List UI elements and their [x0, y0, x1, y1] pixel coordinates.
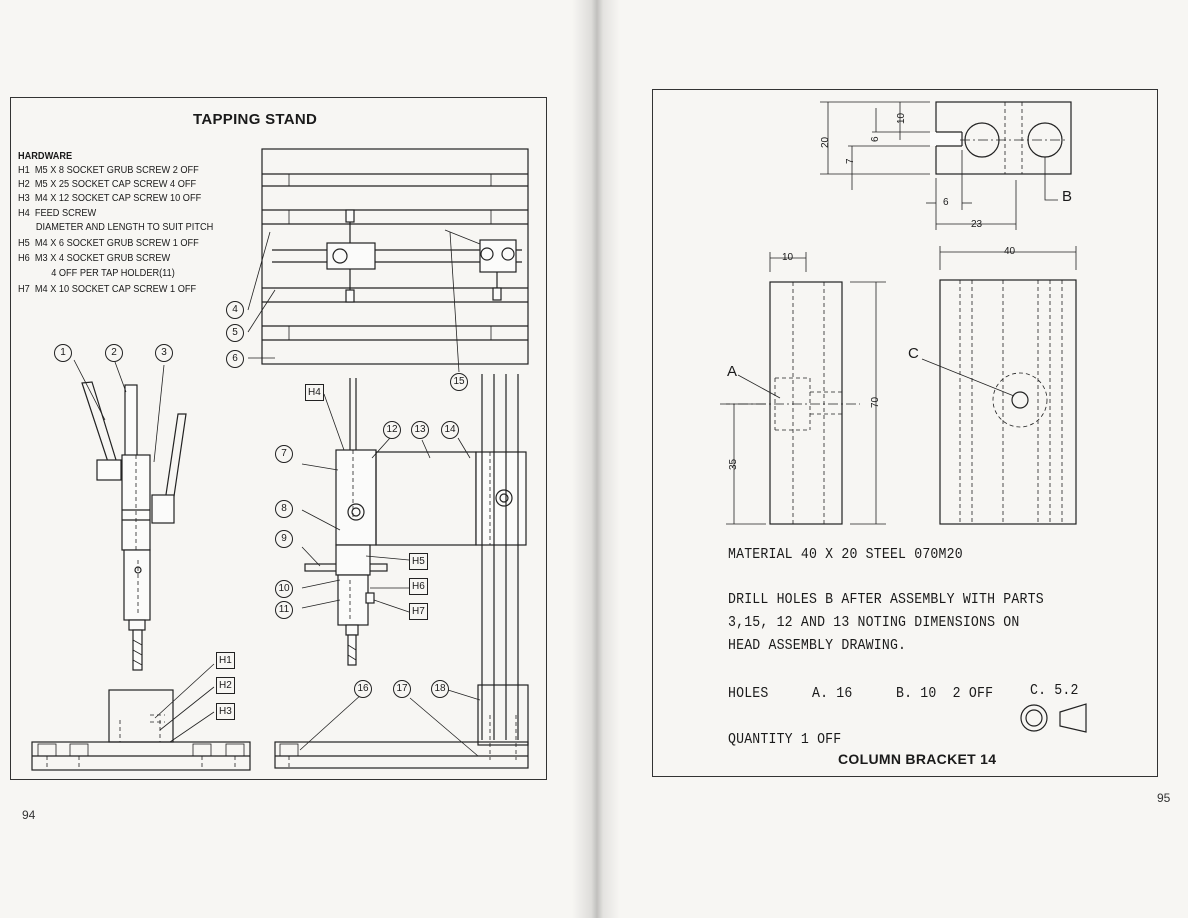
- part-balloon: 1: [54, 344, 72, 362]
- part-balloon: 8: [275, 500, 293, 518]
- dim-10: 10: [896, 112, 907, 124]
- drill-note-line: 3,15, 12 AND 13 NOTING DIMENSIONS ON: [728, 614, 1020, 631]
- part-balloon: 10: [275, 580, 293, 598]
- quantity: QUANTITY 1 OFF: [728, 731, 842, 748]
- part-caption: COLUMN BRACKET 14: [838, 751, 997, 767]
- part-balloon: 4: [226, 301, 244, 319]
- page-number-right: 95: [1157, 791, 1171, 805]
- part-balloon: 9: [275, 530, 293, 548]
- part-balloon: 6: [226, 350, 244, 368]
- hole-label-c: C: [908, 345, 919, 362]
- front-view: [921, 246, 1077, 525]
- part-balloon: 11: [275, 601, 293, 619]
- holes-a: A. 16: [812, 685, 853, 702]
- hardware-tag: H1: [216, 652, 235, 669]
- part-balloon: 17: [393, 680, 411, 698]
- hardware-line: H4 FEED SCREW: [18, 208, 97, 219]
- material-spec: MATERIAL 40 X 20 STEEL 070M20: [728, 546, 963, 563]
- page-title: TAPPING STAND: [193, 111, 318, 128]
- page-number-left: 94: [22, 808, 36, 822]
- hardware-line: DIAMETER AND LENGTH TO SUIT PITCH: [18, 222, 214, 233]
- part-balloon: 5: [226, 324, 244, 342]
- dim-6-slot: 6: [943, 197, 949, 208]
- dim-20: 20: [820, 136, 831, 148]
- front-elevation-handles: [31, 359, 251, 771]
- hardware-tag: H2: [216, 677, 235, 694]
- part-balloon: 16: [354, 680, 372, 698]
- hardware-line: H6 M3 X 4 SOCKET GRUB SCREW: [18, 253, 171, 264]
- hardware-tag: H6: [409, 578, 428, 595]
- dim-40: 40: [1004, 246, 1016, 257]
- dim-23: 23: [971, 219, 983, 230]
- side-view: [720, 252, 886, 525]
- part-balloon: 3: [155, 344, 173, 362]
- hardware-tag: H5: [409, 553, 428, 570]
- hardware-line: H1 M5 X 8 SOCKET GRUB SCREW 2 OFF: [18, 165, 199, 176]
- part-balloon: 2: [105, 344, 123, 362]
- plan-view: [261, 148, 529, 365]
- part-balloon: 7: [275, 445, 293, 463]
- hardware-tag: H4: [305, 384, 324, 401]
- dim-70: 70: [870, 396, 881, 408]
- top-view: [820, 101, 1072, 230]
- hardware-heading: HARDWARE: [18, 151, 73, 162]
- hardware-line: H7 M4 X 10 SOCKET CAP SCREW 1 OFF: [18, 284, 197, 295]
- hardware-tag: H3: [216, 703, 235, 720]
- hole-label-a: A: [727, 363, 738, 380]
- holes-label: HOLES: [728, 685, 769, 702]
- hardware-line: H2 M5 X 25 SOCKET CAP SCREW 4 OFF: [18, 179, 197, 190]
- dim-10-side: 10: [782, 252, 794, 263]
- part-balloon: 15: [450, 373, 468, 391]
- part-balloon: 12: [383, 421, 401, 439]
- holes-c: C. 5.2: [1030, 682, 1079, 699]
- hardware-line: 4 OFF PER TAP HOLDER(11): [18, 268, 175, 279]
- hardware-tag: H7: [409, 603, 428, 620]
- hole-label-b: B: [1062, 188, 1073, 205]
- front-elevation-head: [154, 231, 529, 769]
- drill-note-line: DRILL HOLES B AFTER ASSEMBLY WITH PARTS: [728, 591, 1044, 608]
- tapping-stand-drawing-frame: [10, 97, 547, 780]
- part-balloon: 18: [431, 680, 449, 698]
- dim-7: 7: [845, 158, 856, 164]
- drill-note-line: HEAD ASSEMBLY DRAWING.: [728, 637, 907, 654]
- part-balloon: 13: [411, 421, 429, 439]
- right-page: [596, 0, 1188, 918]
- dim-35: 35: [728, 458, 739, 470]
- hole-symbols: [1020, 703, 1087, 733]
- holes-b: B. 10 2 OFF: [896, 685, 994, 702]
- column-bracket-drawing-frame: [652, 89, 1158, 777]
- part-balloon: 14: [441, 421, 459, 439]
- hardware-line: H5 M4 X 6 SOCKET GRUB SCREW 1 OFF: [18, 238, 199, 249]
- hardware-line: H3 M4 X 12 SOCKET CAP SCREW 10 OFF: [18, 193, 202, 204]
- book-spine-shadow: [572, 0, 620, 918]
- dim-6: 6: [870, 136, 881, 142]
